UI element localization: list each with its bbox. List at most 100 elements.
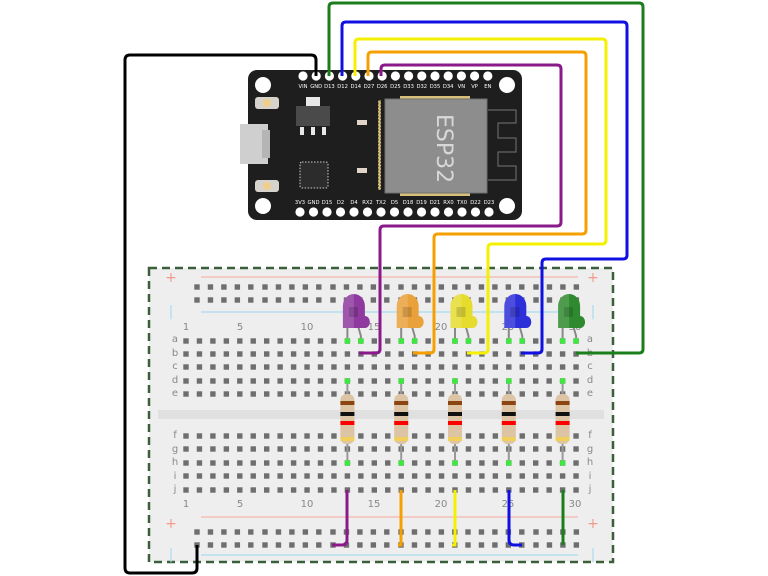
rail-hole[interactable] xyxy=(357,284,363,290)
breadboard-hole[interactable] xyxy=(425,378,431,384)
breadboard-hole[interactable] xyxy=(492,446,499,452)
breadboard-hole[interactable] xyxy=(237,433,243,439)
breadboard-hole[interactable] xyxy=(411,378,418,384)
pin-header-hole[interactable] xyxy=(390,71,400,81)
breadboard-hole[interactable] xyxy=(533,433,539,439)
boot-button[interactable] xyxy=(255,180,279,192)
rail-hole[interactable] xyxy=(275,284,282,290)
breadboard-hole[interactable] xyxy=(438,391,445,397)
breadboard-hole[interactable] xyxy=(223,391,230,397)
pin-rx2-bottom[interactable]: RX2 xyxy=(362,200,373,217)
rail-hole[interactable] xyxy=(357,529,363,535)
rail-hole[interactable] xyxy=(519,529,525,535)
rail-hole[interactable] xyxy=(194,297,200,303)
rail-hole[interactable] xyxy=(302,542,309,548)
breadboard-hole[interactable] xyxy=(519,391,525,397)
breadboard-hole[interactable] xyxy=(183,391,189,397)
breadboard-hole[interactable] xyxy=(210,364,216,370)
rail-hole[interactable] xyxy=(438,284,445,290)
led-green[interactable] xyxy=(558,294,586,344)
breadboard-hole[interactable] xyxy=(317,364,324,370)
rail-hole[interactable] xyxy=(343,284,350,290)
breadboard-hole[interactable] xyxy=(277,378,283,384)
wire-orange-ground[interactable] xyxy=(398,490,403,547)
rail-hole[interactable] xyxy=(411,284,418,290)
rail-hole[interactable] xyxy=(533,542,539,548)
breadboard-hole[interactable] xyxy=(492,460,499,466)
breadboard-hole[interactable] xyxy=(317,433,324,439)
breadboard-hole[interactable] xyxy=(533,378,539,384)
pin-header-hole[interactable] xyxy=(349,207,359,217)
breadboard-hole[interactable] xyxy=(331,391,337,397)
rail-hole[interactable] xyxy=(546,297,553,303)
breadboard-hole[interactable] xyxy=(371,487,377,493)
rail-hole[interactable] xyxy=(573,529,580,535)
pin-vn-top[interactable]: VN xyxy=(456,71,466,90)
breadboard-hole[interactable] xyxy=(304,338,310,344)
wire-d26-purple[interactable] xyxy=(359,63,563,355)
rail-hole[interactable] xyxy=(316,529,322,535)
breadboard-hole[interactable] xyxy=(210,338,216,344)
breadboard-hole[interactable] xyxy=(196,364,203,370)
breadboard-hole[interactable] xyxy=(331,460,337,466)
rail-hole[interactable] xyxy=(533,529,539,535)
breadboard-hole[interactable] xyxy=(385,460,391,466)
breadboard-hole[interactable] xyxy=(183,351,189,357)
breadboard-hole[interactable] xyxy=(533,338,539,344)
rail-hole[interactable] xyxy=(248,529,254,535)
breadboard-hole[interactable] xyxy=(290,378,297,384)
pin-header-hole[interactable] xyxy=(295,207,305,217)
breadboard-hole[interactable] xyxy=(290,391,297,397)
breadboard-hole[interactable] xyxy=(317,351,324,357)
breadboard-hole[interactable] xyxy=(533,487,539,493)
breadboard-hole[interactable] xyxy=(290,446,297,452)
rail-hole[interactable] xyxy=(370,529,377,535)
breadboard-hole[interactable] xyxy=(223,338,230,344)
rail-hole[interactable] xyxy=(262,284,268,290)
breadboard-hole[interactable] xyxy=(573,473,579,479)
rail-hole[interactable] xyxy=(302,297,309,303)
breadboard-hole[interactable] xyxy=(479,391,485,397)
breadboard-hole[interactable] xyxy=(398,364,404,370)
wire-purple-ground[interactable] xyxy=(332,490,349,547)
breadboard-hole[interactable] xyxy=(411,446,418,452)
breadboard-hole[interactable] xyxy=(533,391,539,397)
breadboard-hole[interactable] xyxy=(492,391,499,397)
rail-hole[interactable] xyxy=(425,284,431,290)
pin-en-top[interactable]: EN xyxy=(483,71,493,90)
pin-header-hole[interactable] xyxy=(430,71,440,81)
breadboard-hole[interactable] xyxy=(317,446,324,452)
pin-tx2-bottom[interactable]: TX2 xyxy=(375,200,386,217)
breadboard-hole[interactable] xyxy=(358,364,364,370)
breadboard-hole[interactable] xyxy=(250,338,256,344)
breadboard-hole[interactable] xyxy=(492,351,499,357)
breadboard-hole[interactable] xyxy=(317,338,324,344)
breadboard-hole[interactable] xyxy=(573,433,579,439)
pin-header-hole[interactable] xyxy=(389,207,400,217)
breadboard-hole[interactable] xyxy=(573,487,579,493)
breadboard-hole[interactable] xyxy=(290,433,297,439)
rail-hole[interactable] xyxy=(275,297,282,303)
breadboard-hole[interactable] xyxy=(411,391,418,397)
rail-hole[interactable] xyxy=(330,297,336,303)
rail-hole[interactable] xyxy=(384,297,390,303)
breadboard-hole[interactable] xyxy=(411,487,418,493)
wire-d27-orange[interactable] xyxy=(366,50,588,355)
rail-hole[interactable] xyxy=(425,529,431,535)
breadboard-hole[interactable] xyxy=(371,460,377,466)
rail-hole[interactable] xyxy=(289,297,295,303)
breadboard-hole[interactable] xyxy=(250,351,256,357)
breadboard-hole[interactable] xyxy=(452,364,458,370)
pin-d23-bottom[interactable]: D23 xyxy=(484,200,495,217)
rail-hole[interactable] xyxy=(411,529,418,535)
breadboard-hole[interactable] xyxy=(304,391,310,397)
breadboard-hole[interactable] xyxy=(425,473,431,479)
breadboard-hole[interactable] xyxy=(492,364,499,370)
breadboard-hole[interactable] xyxy=(533,446,539,452)
rail-hole[interactable] xyxy=(248,542,254,548)
breadboard-hole[interactable] xyxy=(546,487,552,493)
breadboard-hole[interactable] xyxy=(438,338,445,344)
breadboard-hole[interactable] xyxy=(304,460,310,466)
breadboard-hole[interactable] xyxy=(533,473,539,479)
